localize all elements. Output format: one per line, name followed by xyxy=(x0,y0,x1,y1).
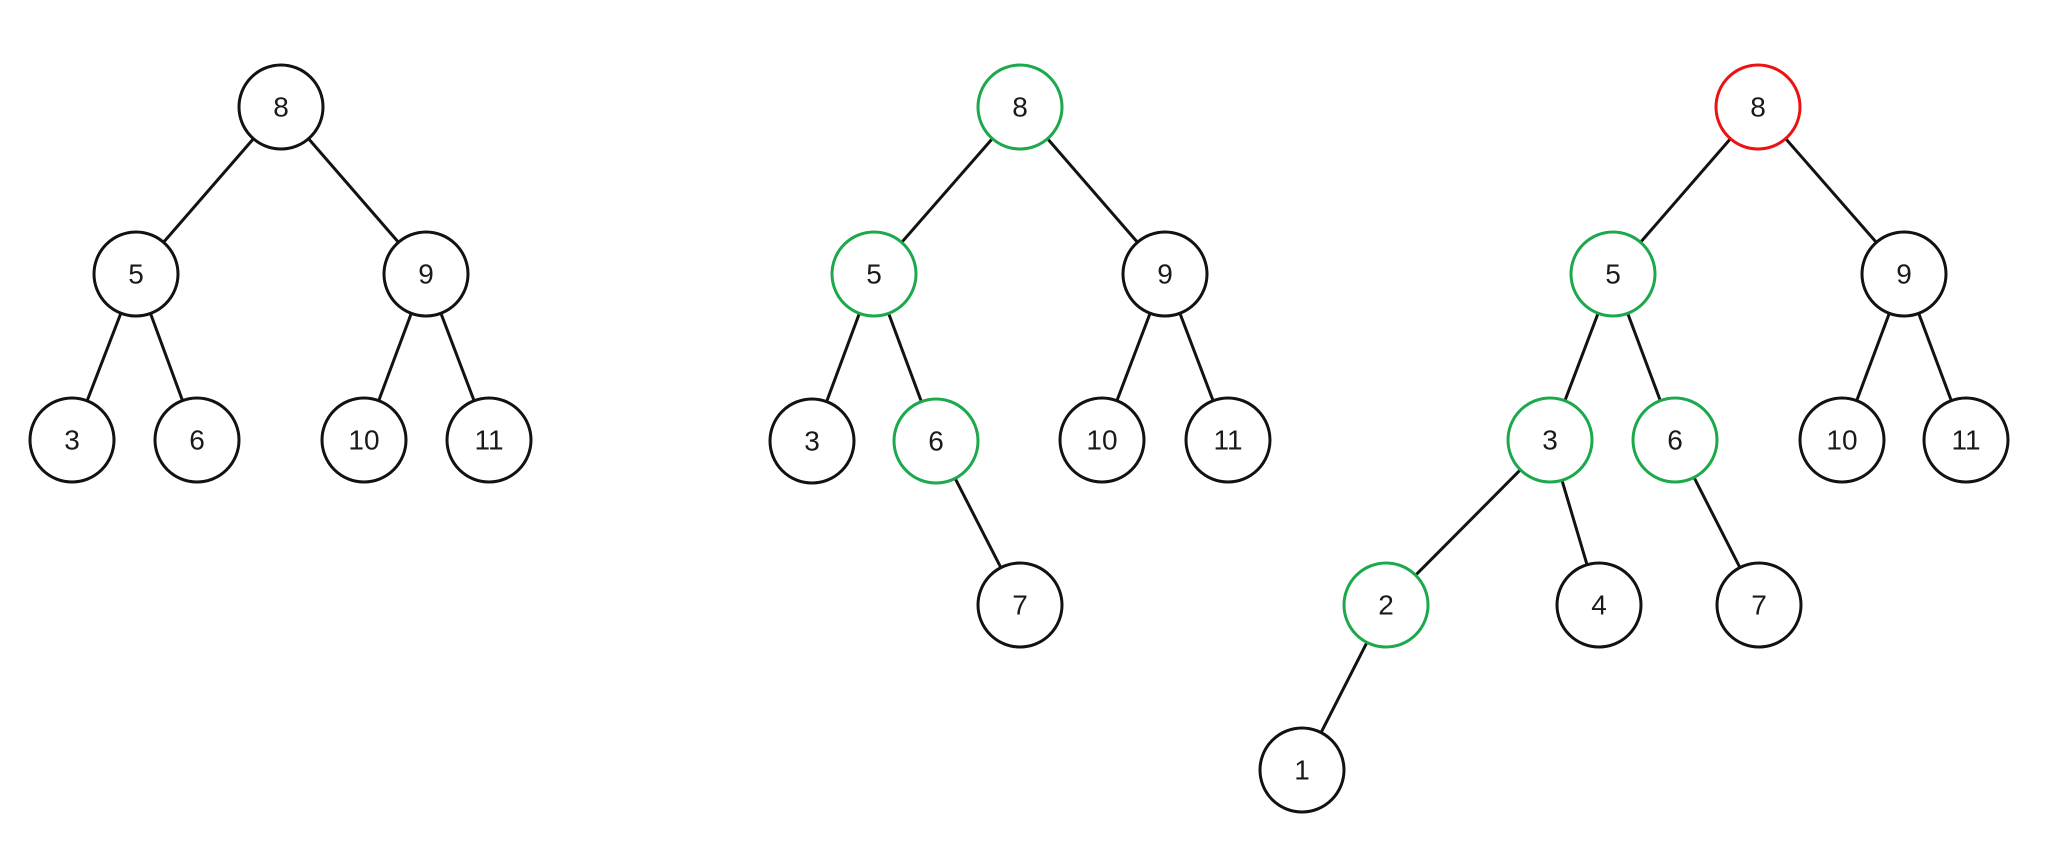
tree-3-node-10-label: 10 xyxy=(1826,425,1857,456)
tree-3-node-5-circle xyxy=(1569,230,1657,318)
tree-1-node-8-circle xyxy=(237,63,325,151)
tree-3: 8 5 9 3 6 10 11 2 4 7 1 xyxy=(1258,63,2010,814)
tree-3-node-10-circle xyxy=(1798,396,1886,484)
tree-3-node-2: 2 xyxy=(1342,561,1430,649)
tree-2-node-9: 9 xyxy=(1121,230,1209,318)
tree-1-node-10-label: 10 xyxy=(348,425,379,456)
tree-2-node-8-label: 8 xyxy=(1012,92,1028,123)
tree-2-node-6: 6 xyxy=(892,397,980,485)
tree-2-node-5-label: 5 xyxy=(866,259,882,290)
tree-2-node-10-circle xyxy=(1058,396,1146,484)
tree-1-node-6: 6 xyxy=(153,396,241,484)
tree-3-node-8: 8 xyxy=(1714,63,1802,151)
tree-2-node-7: 7 xyxy=(976,561,1064,649)
tree-3-node-3: 3 xyxy=(1506,396,1594,484)
tree-3-node-4: 4 xyxy=(1555,561,1643,649)
tree-3-node-2-circle xyxy=(1342,561,1430,649)
tree-3-node-11: 11 xyxy=(1922,396,2010,484)
tree-3-node-8-circle xyxy=(1714,63,1802,151)
tree-3-node-3-label: 3 xyxy=(1542,425,1558,456)
tree-1-node-5-label: 5 xyxy=(128,259,144,290)
tree-1-node-3: 3 xyxy=(28,396,116,484)
tree-2: 8 5 9 3 6 10 11 7 xyxy=(768,63,1272,649)
tree-3-node-11-circle xyxy=(1922,396,2010,484)
tree-2-node-11-label: 11 xyxy=(1213,425,1242,456)
tree-2-node-10-label: 10 xyxy=(1086,425,1117,456)
tree-3-node-1-circle xyxy=(1258,726,1346,814)
tree-1-node-11-label: 11 xyxy=(474,425,503,456)
tree-2-node-11-circle xyxy=(1184,396,1272,484)
tree-3-node-10: 10 xyxy=(1798,396,1886,484)
tree-1-node-5: 5 xyxy=(92,230,180,318)
tree-3-node-6-circle xyxy=(1631,396,1719,484)
tree-2-node-5: 5 xyxy=(830,230,918,318)
tree-2-node-5-circle xyxy=(830,230,918,318)
tree-2-node-3-circle xyxy=(768,397,856,485)
tree-2-node-3: 3 xyxy=(768,397,856,485)
tree-1-node-10: 10 xyxy=(320,396,408,484)
tree-2-node-7-circle xyxy=(976,561,1064,649)
tree-2-node-9-label: 9 xyxy=(1157,259,1173,290)
tree-3-node-7-label: 7 xyxy=(1751,590,1767,621)
tree-1-node-9: 9 xyxy=(382,230,470,318)
tree-3-node-9-label: 9 xyxy=(1896,259,1912,290)
tree-3-node-4-label: 4 xyxy=(1591,590,1607,621)
tree-2-node-3-label: 3 xyxy=(804,426,820,457)
tree-3-node-7: 7 xyxy=(1715,561,1803,649)
tree-1-node-9-label: 9 xyxy=(418,259,434,290)
tree-2-node-7-label: 7 xyxy=(1012,590,1028,621)
tree-3-node-9: 9 xyxy=(1860,230,1948,318)
tree-2-node-10: 10 xyxy=(1058,396,1146,484)
tree-1-node-11: 11 xyxy=(445,396,533,484)
tree-2-node-8-circle xyxy=(976,63,1064,151)
tree-3-node-1: 1 xyxy=(1258,726,1346,814)
tree-1-node-10-circle xyxy=(320,396,408,484)
tree-1-node-8: 8 xyxy=(237,63,325,151)
tree-1-node-5-circle xyxy=(92,230,180,318)
tree-1: 8 5 9 3 6 10 11 xyxy=(28,63,533,484)
tree-3-node-1-label: 1 xyxy=(1294,755,1310,786)
tree-2-node-6-label: 6 xyxy=(928,426,944,457)
tree-3-node-6-label: 6 xyxy=(1667,425,1683,456)
tree-2-node-9-circle xyxy=(1121,230,1209,318)
tree-1-node-3-label: 3 xyxy=(64,425,80,456)
tree-1-node-3-circle xyxy=(28,396,116,484)
tree-3-node-8-label: 8 xyxy=(1750,92,1766,123)
tree-3-node-3-circle xyxy=(1506,396,1594,484)
tree-2-node-11: 11 xyxy=(1184,396,1272,484)
tree-3-node-5-label: 5 xyxy=(1605,259,1621,290)
tree-3-node-6: 6 xyxy=(1631,396,1719,484)
tree-3-node-5: 5 xyxy=(1569,230,1657,318)
tree-1-node-6-label: 6 xyxy=(189,425,205,456)
tree-3-node-9-circle xyxy=(1860,230,1948,318)
tree-1-node-11-circle xyxy=(445,396,533,484)
tree-3-node-7-circle xyxy=(1715,561,1803,649)
tree-1-node-8-label: 8 xyxy=(273,92,289,123)
tree-3-node-11-label: 11 xyxy=(1951,425,1980,456)
tree-2-node-8: 8 xyxy=(976,63,1064,151)
tree-3-node-4-circle xyxy=(1555,561,1643,649)
tree-3-node-2-label: 2 xyxy=(1378,590,1394,621)
tree-2-node-6-circle xyxy=(892,397,980,485)
tree-1-node-6-circle xyxy=(153,396,241,484)
tree-1-node-9-circle xyxy=(382,230,470,318)
